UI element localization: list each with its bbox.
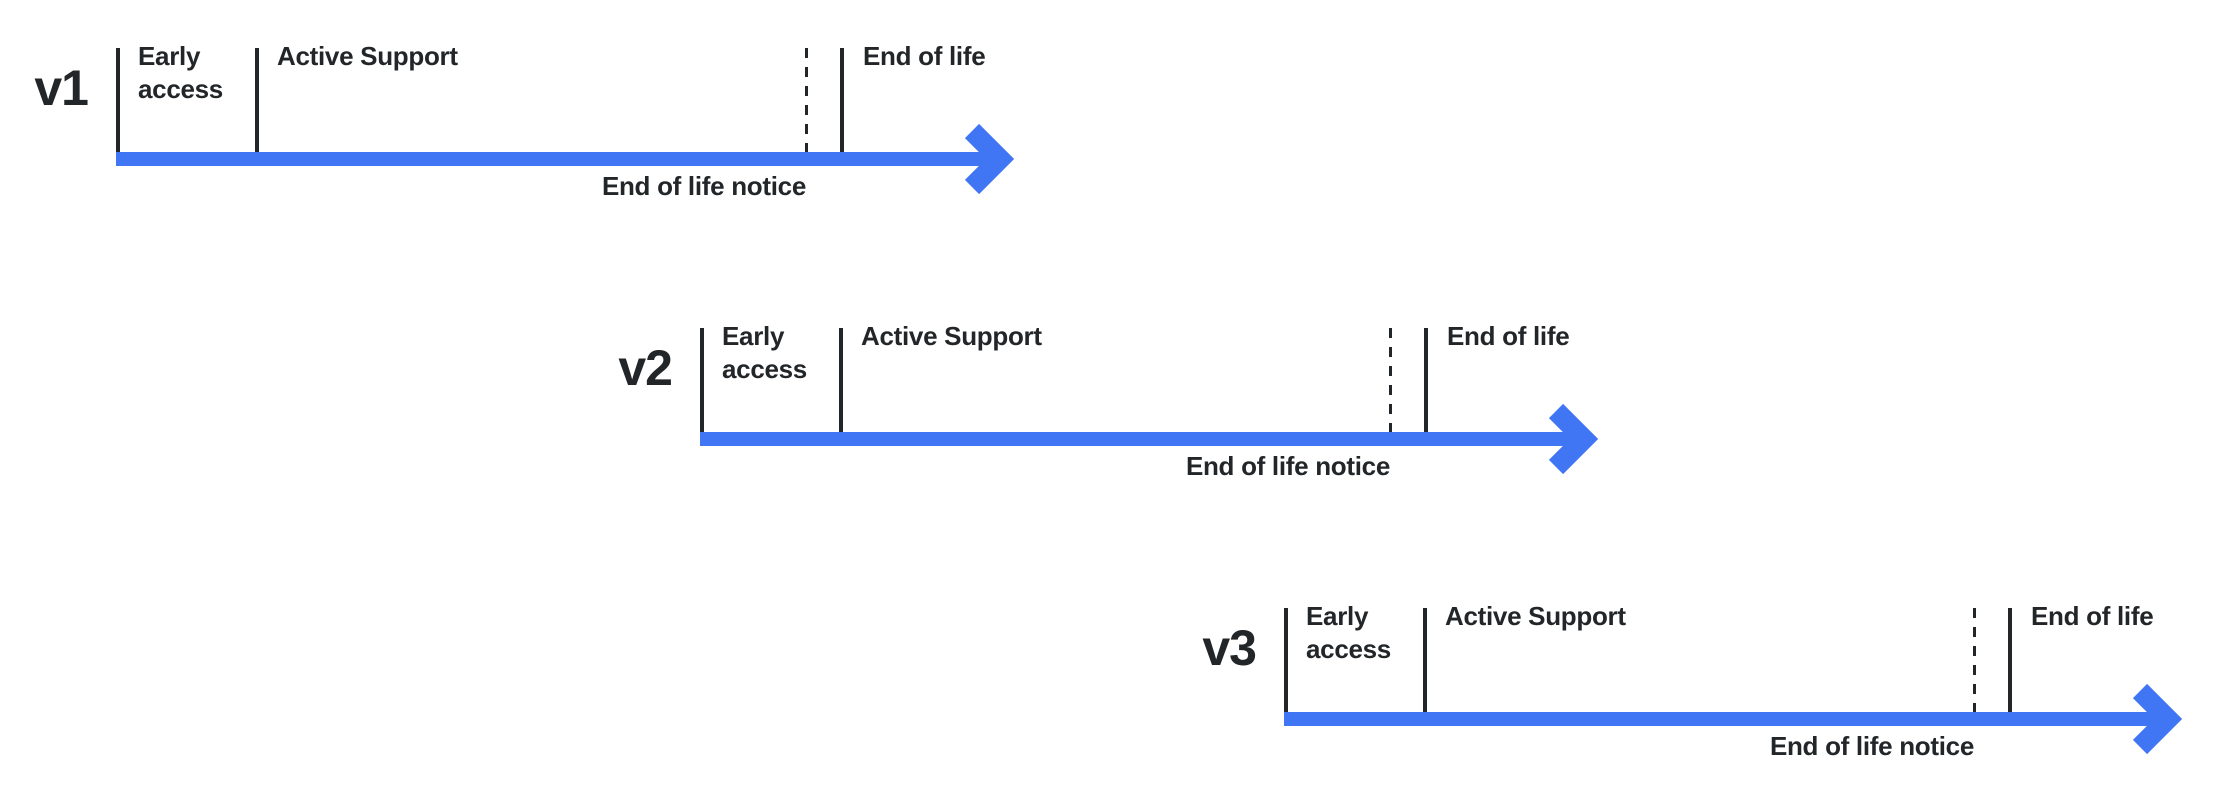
early-access-label: Early access xyxy=(138,41,223,104)
early-access-start-tick xyxy=(700,328,704,432)
early-access-label: Early access xyxy=(1306,601,1391,664)
timeline-bar xyxy=(700,432,1572,446)
version-label: v3 xyxy=(1202,620,1257,676)
early-access-start-tick xyxy=(1284,608,1288,712)
end-of-life-notice-label: End of life notice xyxy=(1769,731,1974,761)
early-access-start-tick xyxy=(116,48,120,152)
end-of-life-tick xyxy=(1424,328,1428,432)
eol-notice-dashed-line xyxy=(1973,608,1976,712)
active-support-label: Active Support xyxy=(1445,601,1626,631)
arrowhead-icon xyxy=(964,123,1015,195)
active-support-start-tick xyxy=(839,328,843,432)
end-of-life-tick xyxy=(840,48,844,152)
timeline-row-v1: v1 Early access Active Support End of li… xyxy=(0,41,2228,223)
timeline-bar xyxy=(1284,712,2156,726)
early-access-label: Early access xyxy=(722,321,807,384)
active-support-label: Active Support xyxy=(277,41,458,71)
timeline-row-v3: v3 Early access Active Support End of li… xyxy=(0,601,2228,783)
eol-notice-dashed-line xyxy=(1389,328,1392,432)
timeline-arrow xyxy=(116,123,1015,195)
active-support-start-tick xyxy=(255,48,259,152)
version-label: v1 xyxy=(34,60,89,116)
eol-notice-dashed-line xyxy=(805,48,808,152)
arrowhead-icon xyxy=(2132,683,2183,755)
end-of-life-label: End of life xyxy=(1447,321,1570,351)
active-support-start-tick xyxy=(1423,608,1427,712)
end-of-life-notice-label: End of life notice xyxy=(601,171,806,201)
active-support-label: Active Support xyxy=(861,321,1042,351)
timeline-arrow xyxy=(700,403,1599,475)
end-of-life-tick xyxy=(2008,608,2012,712)
end-of-life-label: End of life xyxy=(2031,601,2154,631)
timeline-bar xyxy=(116,152,988,166)
timeline-arrow xyxy=(1284,683,2183,755)
arrowhead-icon xyxy=(1548,403,1599,475)
timeline-row-v2: v2 Early access Active Support End of li… xyxy=(0,321,2228,503)
end-of-life-label: End of life xyxy=(863,41,986,71)
version-label: v2 xyxy=(618,340,673,396)
end-of-life-notice-label: End of life notice xyxy=(1185,451,1390,481)
